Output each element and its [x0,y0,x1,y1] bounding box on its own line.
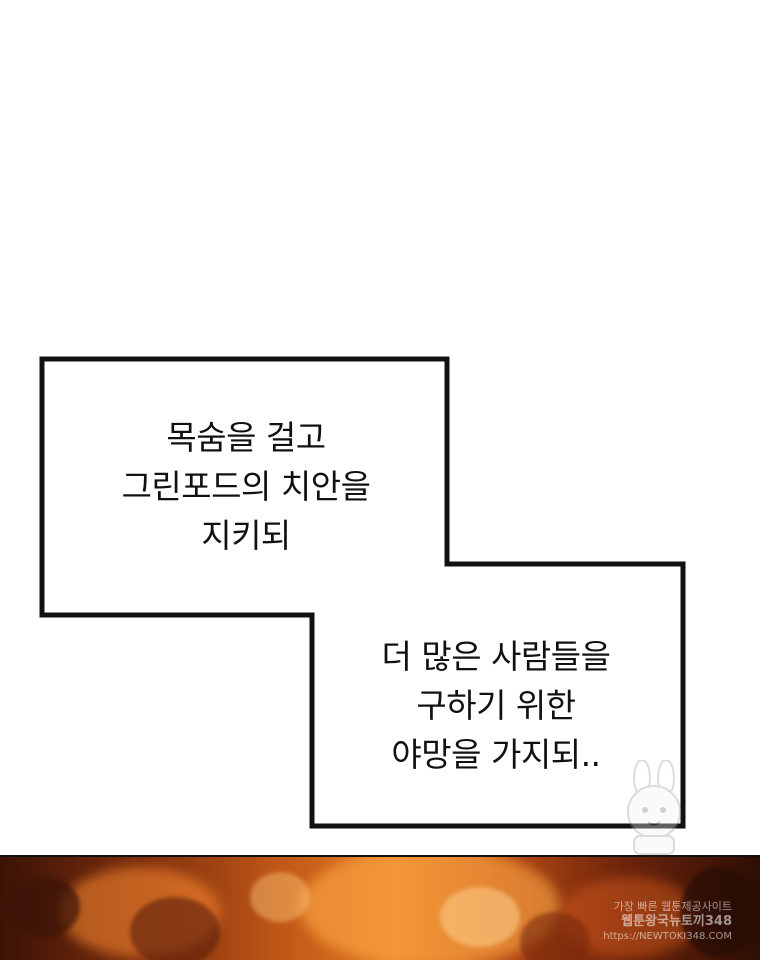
bunny-mascot-icon [627,760,681,855]
fire-forest-scene: 가장 빠른 웹툰제공사이트 웹툰왕국뉴토끼348 https://NEWTOKI… [0,857,760,960]
caption-2-line-1: 더 많은 사람들을 [381,637,612,676]
caption-2-line-3: 야망을 가지되.. [391,735,601,774]
watermark-line-3: https://NEWTOKI348.COM [603,931,732,942]
caption-2-line-2: 구하기 위한 [416,686,576,725]
caption-1-line-2: 그린포드의 치안을 [121,467,371,506]
watermark-line-2: 웹툰왕국뉴토끼348 [621,914,732,929]
caption-1-line-3: 지키되 [201,516,291,555]
caption-2: 더 많은 사람들을 구하기 위한 야망을 가지되.. [318,632,674,779]
caption-1: 목숨을 걸고 그린포드의 치안을 지키되 [60,413,432,560]
caption-1-line-1: 목숨을 걸고 [166,418,326,457]
site-watermark: 가장 빠른 웹툰제공사이트 웹툰왕국뉴토끼348 https://NEWTOKI… [592,899,732,944]
watermark-line-1: 가장 빠른 웹툰제공사이트 [613,900,732,913]
